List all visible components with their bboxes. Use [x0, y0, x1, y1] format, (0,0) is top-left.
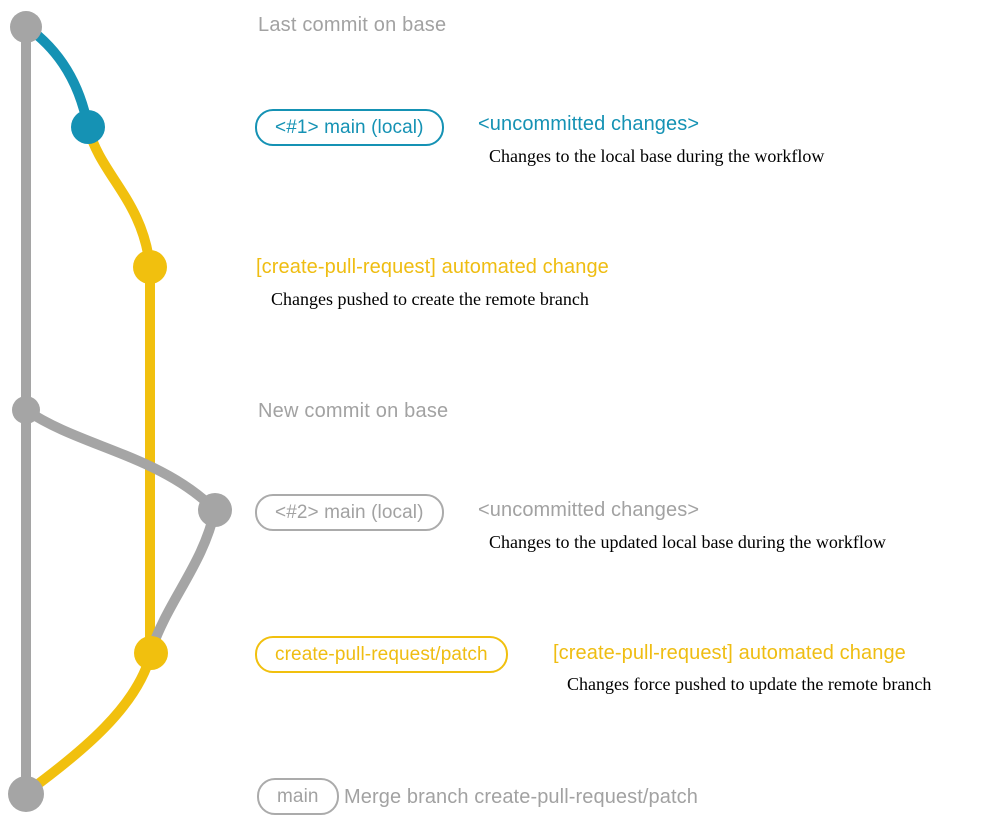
- commit-subtitle-uncommitted-changes-2: Changes to the updated local base during…: [489, 532, 886, 552]
- commit-title-automated-change-2: [create-pull-request] automated change: [553, 642, 906, 664]
- commit-title-uncommitted-changes-2: <uncommitted changes>: [478, 499, 700, 521]
- local-changes-branch-line-1: [22, 22, 93, 132]
- patch-merge-curve: [21, 648, 156, 798]
- commit-title-merge-branch: Merge branch create-pull-request/patch: [344, 786, 698, 808]
- commit-subtitle-automated-change-1: Changes pushed to create the remote bran…: [271, 289, 589, 309]
- local-changes-branch-line-2: [21, 405, 220, 515]
- branch-badge-main-local-2: <#2> main (local): [255, 494, 444, 531]
- commit-patch-2: [134, 636, 168, 670]
- commit-subtitle-automated-change-2: Changes force pushed to update the remot…: [567, 674, 932, 694]
- rebased-patch-parent-line: [146, 505, 220, 656]
- commit-subtitle-uncommitted-changes-1: Changes to the local base during the wor…: [489, 146, 825, 166]
- commit-local-main-1: [71, 110, 105, 144]
- commit-title-automated-change-1: [create-pull-request] automated change: [256, 256, 609, 278]
- branch-badge-create-pull-request-patch: create-pull-request/patch: [255, 636, 508, 673]
- commit-title-uncommitted-changes-1: <uncommitted changes>: [478, 113, 700, 135]
- branch-badge-main-local-1: <#1> main (local): [255, 109, 444, 146]
- commit-patch-1: [133, 250, 167, 284]
- commit-local-main-2: [198, 493, 232, 527]
- branch-badge-main: main: [257, 778, 339, 815]
- caption-new-commit-on-base: New commit on base: [258, 400, 449, 422]
- patch-branch-curve-1: [83, 122, 155, 272]
- caption-last-commit-on-base: Last commit on base: [258, 14, 447, 36]
- commit-merge: [8, 776, 44, 812]
- commit-new-commit-on-base: [12, 396, 40, 424]
- commit-last-commit-on-base: [10, 11, 42, 43]
